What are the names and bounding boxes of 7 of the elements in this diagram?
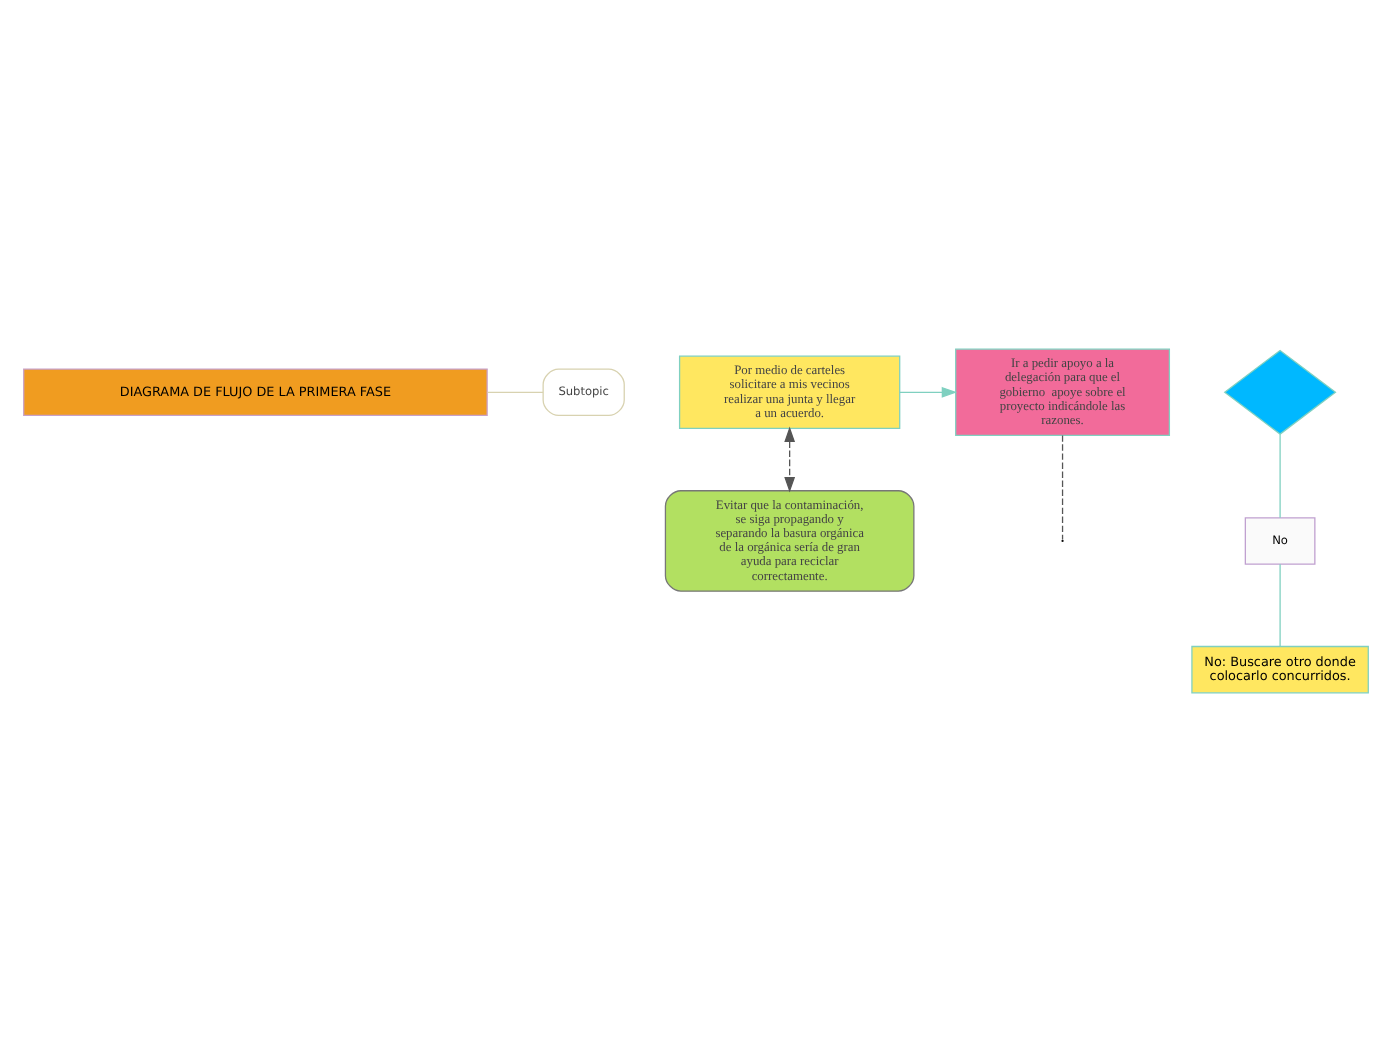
connector bbox=[486, 390, 544, 392]
connector bbox=[1279, 562, 1281, 646]
connector bbox=[1061, 433, 1064, 540]
node-diamond bbox=[1223, 348, 1337, 434]
arrow bbox=[784, 425, 796, 492]
arrow bbox=[899, 385, 958, 397]
connector bbox=[1279, 432, 1281, 518]
